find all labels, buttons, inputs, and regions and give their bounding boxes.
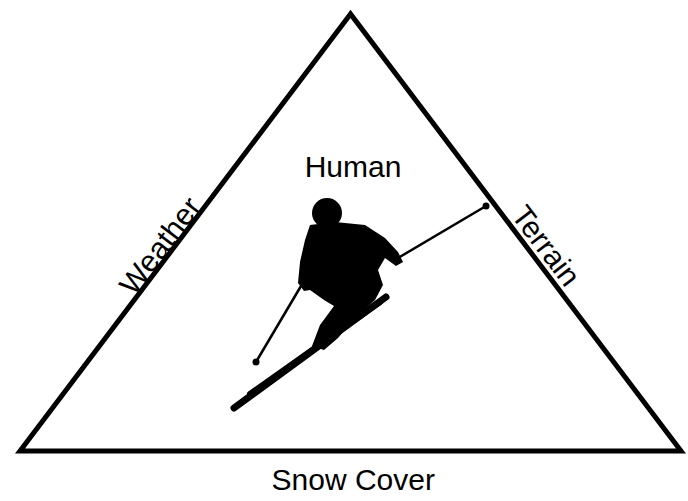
side-label: Weather <box>114 192 206 300</box>
pole-basket <box>483 203 490 210</box>
triangle-border <box>20 14 681 451</box>
node-title: Human <box>305 152 402 182</box>
pole-basket <box>253 359 260 366</box>
ski-pole <box>398 206 486 258</box>
side-label: Snow Cover <box>272 465 435 495</box>
ski <box>234 297 386 408</box>
skier-body <box>298 222 403 350</box>
triangle-outline <box>18 12 683 453</box>
side-label: Terrain <box>506 200 585 291</box>
triangle-node: Human <box>18 12 683 453</box>
ski-pole <box>256 286 301 362</box>
ski <box>250 302 380 394</box>
